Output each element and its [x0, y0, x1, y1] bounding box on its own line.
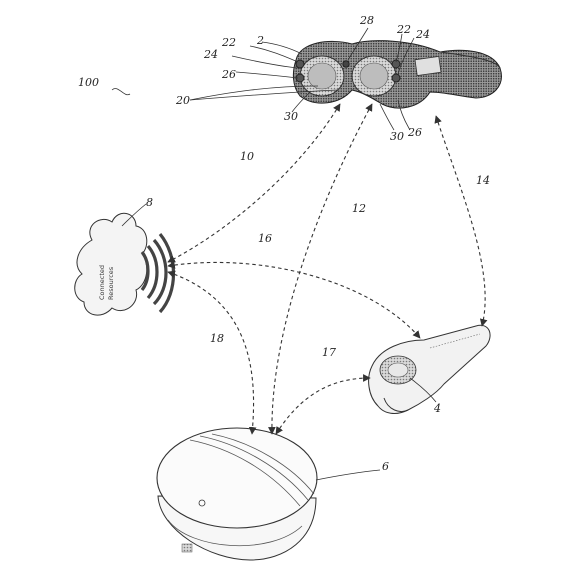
label-100: 100: [78, 76, 99, 89]
label-22-left: 22: [221, 36, 236, 49]
handheld-controller: [368, 324, 491, 414]
label-30-left: 30: [284, 110, 298, 123]
label-2: 2: [256, 34, 264, 47]
leader-lines: [111, 27, 437, 481]
communication-links: [167, 103, 488, 435]
label-18: 18: [210, 332, 224, 345]
label-14: 14: [476, 174, 490, 187]
label-8: 8: [146, 196, 153, 209]
label-22-right: 22: [396, 23, 411, 36]
label-28: 28: [359, 14, 374, 27]
link-17-path: [275, 374, 371, 435]
cloud-text-line1: Connected: [98, 265, 106, 300]
link-18-path: [167, 270, 257, 435]
label-30-right: 30: [390, 130, 404, 143]
connected-resources-cloud: Connected Resources: [74, 212, 176, 316]
label-10: 10: [240, 150, 254, 163]
reference-numerals: 100 22 2 24 26 20 30 28 22 24 30 26 10 1…: [78, 14, 490, 473]
label-24-right: 24: [415, 28, 430, 41]
label-26-left: 26: [221, 68, 236, 81]
cloud-text-line2: Resources: [107, 266, 115, 300]
label-12: 12: [352, 202, 366, 215]
link-14-path: [434, 115, 488, 327]
label-26-right: 26: [407, 126, 422, 139]
link-10-path: [167, 103, 341, 263]
compute-pack: [156, 427, 318, 561]
headset-illustration: [292, 40, 502, 109]
label-6: 6: [382, 460, 389, 473]
link-16-path: [167, 261, 421, 339]
label-24-left: 24: [203, 48, 218, 61]
label-4: 4: [433, 402, 441, 415]
label-17: 17: [322, 346, 336, 359]
label-16: 16: [258, 232, 272, 245]
label-20: 20: [175, 94, 190, 107]
